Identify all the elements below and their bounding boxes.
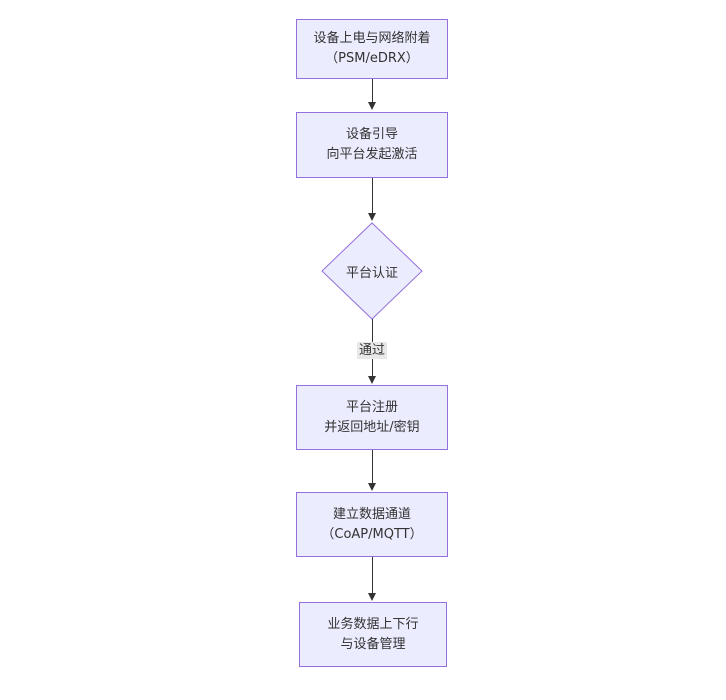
- flow-node-platform-register: 平台注册 并返回地址/密钥: [296, 385, 448, 450]
- flow-node-bootstrap-activate: 设备引导 向平台发起激活: [296, 112, 448, 178]
- flow-node-power-attach: 设备上电与网络附着 （PSM/eDRX）: [296, 19, 448, 79]
- arrow-shaft: [372, 79, 373, 103]
- flow-arrow-2: [368, 178, 377, 221]
- decision-platform-auth: 平台认证: [321, 222, 423, 320]
- flow-arrow-5: [368, 557, 377, 601]
- flow-node-business-data-mgmt: 业务数据上下行 与设备管理: [299, 602, 447, 667]
- arrowhead-down-icon: [368, 102, 376, 110]
- node-text-line: （PSM/eDRX）: [325, 51, 419, 66]
- node-text-line: 设备引导: [345, 127, 398, 142]
- node-text-line: （CoAP/MQTT）: [321, 526, 423, 542]
- arrowhead-down-icon: [368, 593, 376, 601]
- flow-arrow-1: [368, 79, 377, 110]
- arrow-shaft: [372, 450, 373, 484]
- flow-arrow-4: [368, 450, 377, 491]
- node-text-line: 平台认证: [345, 265, 398, 281]
- node-text-line: 与设备管理: [340, 636, 406, 652]
- node-text-line: 平台注册: [345, 399, 398, 415]
- arrowhead-down-icon: [368, 213, 376, 221]
- node-text-line: 并返回地址/密钥: [324, 419, 420, 435]
- edge-label-pass: 通过: [356, 342, 388, 359]
- node-text-line: 业务数据上下行: [327, 616, 419, 632]
- flow-node-data-channel: 建立数据通道 （CoAP/MQTT）: [296, 492, 448, 557]
- node-text-line: 设备上电与网络附着: [313, 31, 431, 46]
- arrow-shaft: [372, 557, 373, 594]
- node-text-line: 建立数据通道: [332, 506, 411, 522]
- arrow-shaft: [372, 178, 373, 214]
- arrowhead-down-icon: [368, 376, 376, 384]
- arrowhead-down-icon: [368, 483, 376, 491]
- node-text-line: 向平台发起激活: [326, 147, 418, 162]
